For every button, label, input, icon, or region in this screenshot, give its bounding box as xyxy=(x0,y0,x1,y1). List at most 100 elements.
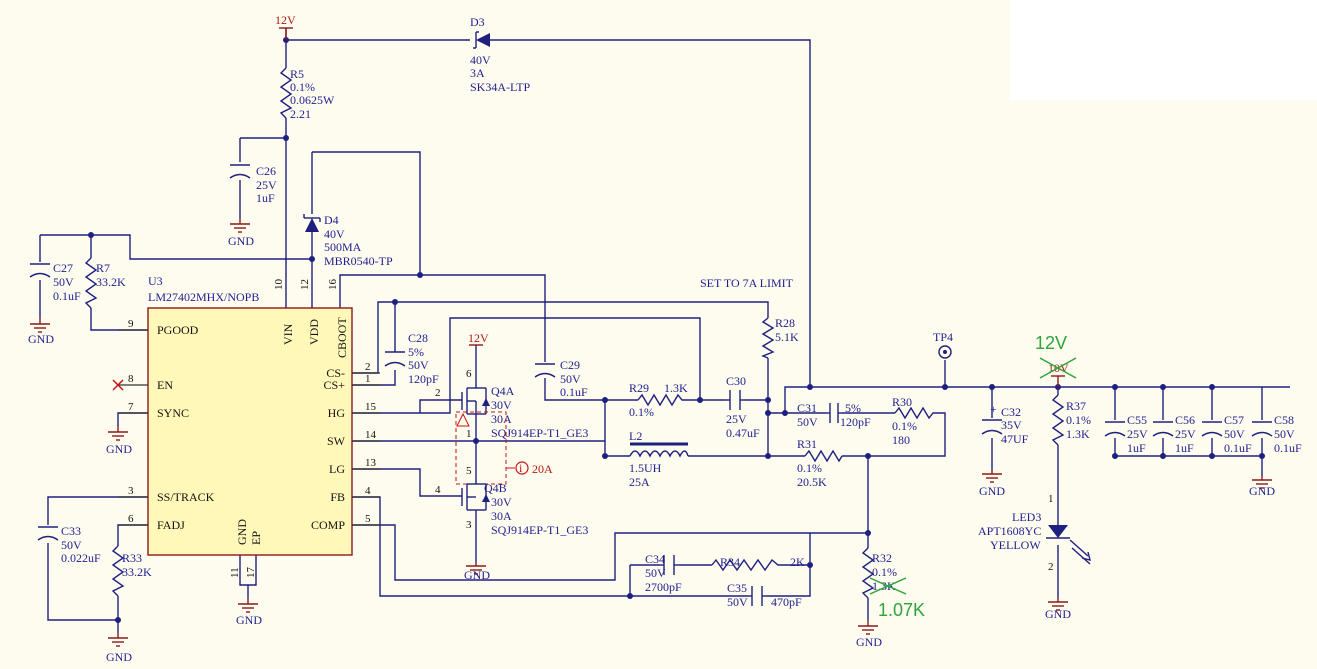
c33-val: 0.022uF xyxy=(61,551,101,565)
r5-pwr: 0.0625W xyxy=(290,93,335,107)
capacitor-c31[interactable]: C31 5% 50V 120pF xyxy=(797,401,871,429)
resistor-r5[interactable]: R5 0.1% 0.0625W 2.21 xyxy=(279,67,335,121)
gnd-label: GND xyxy=(236,613,262,627)
r5-val: 2.21 xyxy=(290,107,311,121)
mosfet-q4b[interactable]: Q4B 30V 30A SQJ914EP-T1_GE3 5 4 3 xyxy=(435,465,588,537)
current-probe-icon xyxy=(515,461,529,475)
gnd-icon xyxy=(858,620,878,635)
inductor-l2[interactable]: L2 1.5UH 25A xyxy=(629,429,689,489)
capacitor-c56[interactable]: C56 25V 1uF xyxy=(1152,413,1196,455)
r31-val: 20.5K xyxy=(797,475,827,489)
c56-ref: C56 xyxy=(1175,413,1195,427)
led3-ref: LED3 xyxy=(1012,510,1041,524)
c57-val: 0.1uF xyxy=(1224,441,1252,455)
r32-tol: 0.1% xyxy=(872,565,897,579)
diode-d4[interactable]: D4 40V 500MA MBR0540-TP xyxy=(303,213,393,268)
junctions xyxy=(88,37,1265,623)
pin-num-csm: 2 xyxy=(365,361,371,373)
gnd-label: GND xyxy=(106,442,132,456)
c32-plus: + xyxy=(990,402,997,416)
resistor-r34[interactable]: R34 2K xyxy=(711,555,805,572)
c35-ref: C35 xyxy=(727,581,747,595)
c27-v: 50V xyxy=(53,275,74,289)
capacitor-c57[interactable]: C57 50V 0.1uF xyxy=(1201,413,1252,455)
l2-val: 1.5UH xyxy=(629,461,662,475)
resistor-r37[interactable]: R37 0.1% 1.3K xyxy=(1051,394,1091,446)
capacitor-c32[interactable]: + C32 35V 47UF xyxy=(981,402,1029,446)
c26-ref: C26 xyxy=(256,164,276,178)
l2-a: 25A xyxy=(629,475,650,489)
pin-name-vin: VIN xyxy=(281,323,295,345)
pin-name-fb: FB xyxy=(330,490,345,504)
pin-num-csp: 1 xyxy=(365,373,371,385)
r29-tol: 0.1% xyxy=(629,405,654,419)
r28-val: 5.1K xyxy=(775,330,799,344)
capacitor-c55[interactable]: C55 25V 1uF xyxy=(1104,413,1148,455)
r31-ref: R31 xyxy=(797,437,817,451)
pin-name-comp: COMP xyxy=(311,518,345,532)
gnd-icon xyxy=(982,470,1002,483)
diode-d3[interactable]: D3 40V 3A SK34A-LTP xyxy=(470,15,531,94)
test-point-tp4[interactable]: TP4 xyxy=(933,330,953,359)
gnd-label: GND xyxy=(464,568,490,582)
ic-u3[interactable]: U3 LM27402MHX/NOPB 9 8 7 3 6 PGOOD EN SY… xyxy=(118,274,380,578)
gnd-icon xyxy=(108,426,128,441)
gnd-label: GND xyxy=(106,650,132,664)
q4a-ref: Q4A xyxy=(491,384,515,398)
capacitor-c33[interactable]: C33 50V 0.022uF xyxy=(37,524,101,565)
c31-tol: 5% xyxy=(845,401,861,415)
c57-ref: C57 xyxy=(1224,413,1244,427)
resistor-r33[interactable]: R33 33.2K xyxy=(111,545,152,597)
gnd-icon xyxy=(466,562,486,575)
capacitor-c29[interactable]: C29 50V 0.1uF xyxy=(534,358,588,399)
gnd-labels: GND GND GND GND GND GND GND GND GND GND xyxy=(28,234,1275,664)
r5-ref: R5 xyxy=(290,67,304,81)
c29-val: 0.1uF xyxy=(560,385,588,399)
r32-struck-val: 1.3K xyxy=(872,579,896,593)
pin-num-en: 8 xyxy=(128,373,134,385)
pin-num-ep: 17 xyxy=(245,567,257,579)
capacitor-c26[interactable]: C26 25V 1uF xyxy=(229,164,277,205)
c32-ref: C32 xyxy=(1001,405,1021,419)
r30-val: 180 xyxy=(892,433,910,447)
resistor-r29[interactable]: R29 1.3K 0.1% xyxy=(629,381,688,419)
resistor-r30[interactable]: R30 0.1% 180 xyxy=(892,395,935,447)
d4-a: 500MA xyxy=(324,240,362,254)
r7-ref: R7 xyxy=(96,261,110,275)
c30-v: 25V xyxy=(726,412,747,426)
mosfet-q4a[interactable]: Q4A 30V 30A SQJ914EP-T1_GE3 6 2 1 xyxy=(435,368,588,440)
resistor-r28[interactable]: R28 5.1K xyxy=(761,316,799,359)
resistor-r31[interactable]: R31 0.1% 20.5K xyxy=(797,437,843,489)
capacitor-c28[interactable]: C28 5% 50V 120pF xyxy=(384,331,439,386)
c58-val: 0.1uF xyxy=(1274,441,1302,455)
gnd-icon xyxy=(1048,598,1068,611)
pin-num-vin: 10 xyxy=(273,279,285,291)
q4b-pin-drain: 5 xyxy=(466,465,472,477)
led3-color: YELLOW xyxy=(990,538,1041,552)
q4b-pin-gate: 4 xyxy=(435,484,441,496)
r33-ref: R33 xyxy=(122,551,142,565)
resistor-r7[interactable]: R7 33.2K xyxy=(84,257,126,309)
c27-val: 0.1uF xyxy=(53,289,81,303)
capacitor-c58[interactable]: C58 50V 0.1uF xyxy=(1251,413,1302,455)
led-led3[interactable]: 1 2 LED3 APT1608YC YELLOW xyxy=(978,493,1091,573)
pin-name-cboot: CBOOT xyxy=(335,317,349,358)
resistor-r32[interactable]: R32 0.1% 1.3K 1.07K xyxy=(861,547,925,620)
pin-name-fadj: FADJ xyxy=(157,518,185,532)
c33-ref: C33 xyxy=(61,524,81,538)
set-limit-note: SET TO 7A LIMIT xyxy=(700,276,794,290)
c26-val: 1uF xyxy=(256,191,275,205)
green-1-07k-label: 1.07K xyxy=(878,600,925,620)
capacitor-c30[interactable]: C30 25V 0.47uF xyxy=(726,374,760,440)
gnd-icon xyxy=(1252,476,1272,489)
capacitor-c34[interactable]: C34 50V 2700pF xyxy=(645,552,682,594)
c28-ref: C28 xyxy=(408,331,428,345)
capacitor-c35[interactable]: C35 50V 470pF xyxy=(727,581,802,609)
r34-val: 2K xyxy=(790,555,805,569)
c57-v: 50V xyxy=(1224,427,1245,441)
capacitor-c27[interactable]: C27 50V 0.1uF xyxy=(29,261,81,303)
d4-part: MBR0540-TP xyxy=(324,254,393,268)
ic-ref: U3 xyxy=(148,274,163,288)
c27-ref: C27 xyxy=(53,261,73,275)
